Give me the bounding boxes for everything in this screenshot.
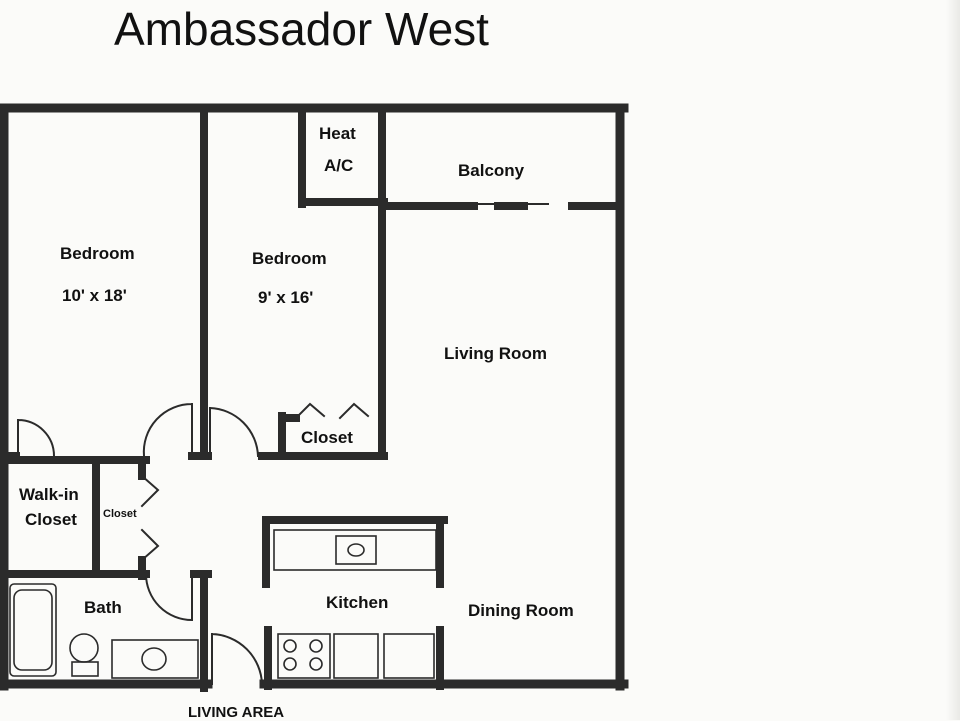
stove: [277, 633, 331, 679]
bath-sink: [141, 647, 167, 671]
balcony-label: Balcony: [458, 161, 525, 180]
fridge: [333, 633, 379, 679]
bathtub: [9, 583, 57, 677]
fixtures: [9, 529, 437, 679]
bedroom-2-label: Bedroom: [252, 249, 327, 268]
toilet: [69, 633, 99, 663]
scan-edge-shadow: [946, 0, 960, 720]
vanity: [111, 639, 199, 679]
dining-room-label: Dining Room: [468, 601, 574, 620]
walk-in-closet-label-line2: Closet: [25, 510, 77, 529]
bath-label: Bath: [84, 598, 122, 617]
doors: [16, 203, 549, 686]
kitchen-counter: [273, 529, 437, 571]
bedroom-1-size: 10' x 18': [62, 286, 127, 305]
heat-ac-label-line2: A/C: [324, 156, 354, 175]
dishwasher: [383, 633, 435, 679]
closet-label: Closet: [301, 428, 353, 447]
kitchen-sink: [335, 535, 377, 565]
bedroom-1-label: Bedroom: [60, 244, 135, 263]
page-title: Ambassador West: [114, 3, 489, 55]
walk-in-closet-label-line1: Walk-in: [19, 485, 79, 504]
bedroom-2-size: 9' x 16': [258, 288, 314, 307]
hall-closet-label: Closet: [103, 508, 137, 520]
footer-label: LIVING AREA: [188, 704, 285, 721]
interior-walls: [4, 106, 620, 692]
kitchen-label: Kitchen: [326, 593, 389, 612]
heat-ac-label-line1: Heat: [319, 124, 356, 143]
living-room-label: Living Room: [444, 344, 547, 363]
